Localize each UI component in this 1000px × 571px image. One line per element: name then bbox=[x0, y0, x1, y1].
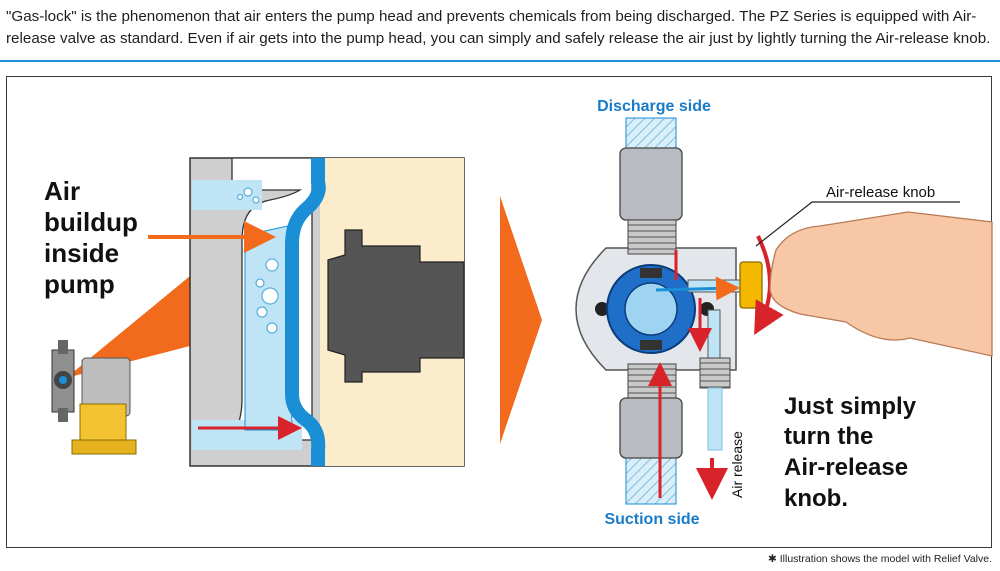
instruction-text: Just simply turn the Air-release knob. bbox=[784, 393, 923, 512]
knob-label-leader bbox=[755, 201, 960, 247]
callout-text: Air buildup inside pump bbox=[44, 176, 145, 299]
header-rule bbox=[0, 60, 1000, 62]
callout-line: buildup bbox=[44, 207, 138, 237]
air-release-label: Air release bbox=[729, 431, 745, 498]
hand bbox=[769, 211, 993, 357]
plunger bbox=[327, 229, 465, 383]
callout-line: pump bbox=[44, 269, 115, 299]
intro-text: "Gas-lock" is the phenomenon that air en… bbox=[6, 8, 991, 47]
instruction-line: knob. bbox=[784, 485, 848, 512]
instruction-line: turn the bbox=[784, 423, 873, 450]
transition-arrow-icon bbox=[500, 196, 542, 444]
pump-head-front bbox=[575, 117, 784, 505]
air-release-knob-label: Air-release knob bbox=[826, 184, 935, 201]
footnote: ✱ Illustration shows the model with Reli… bbox=[768, 553, 992, 565]
air-bubbles bbox=[236, 187, 279, 334]
air-release-knob bbox=[739, 261, 763, 309]
callout-line: inside bbox=[44, 238, 119, 268]
zoom-cone bbox=[66, 276, 190, 378]
instruction-line: Just simply bbox=[784, 393, 917, 420]
discharge-side-label: Discharge side bbox=[597, 98, 711, 115]
pump-cross-section bbox=[189, 157, 465, 467]
suction-side-label: Suction side bbox=[604, 511, 699, 528]
callout-line: Air bbox=[44, 176, 80, 206]
pump-thumbnail bbox=[51, 276, 190, 455]
instruction-line: Air-release bbox=[784, 454, 908, 481]
diaphragm bbox=[285, 158, 326, 466]
